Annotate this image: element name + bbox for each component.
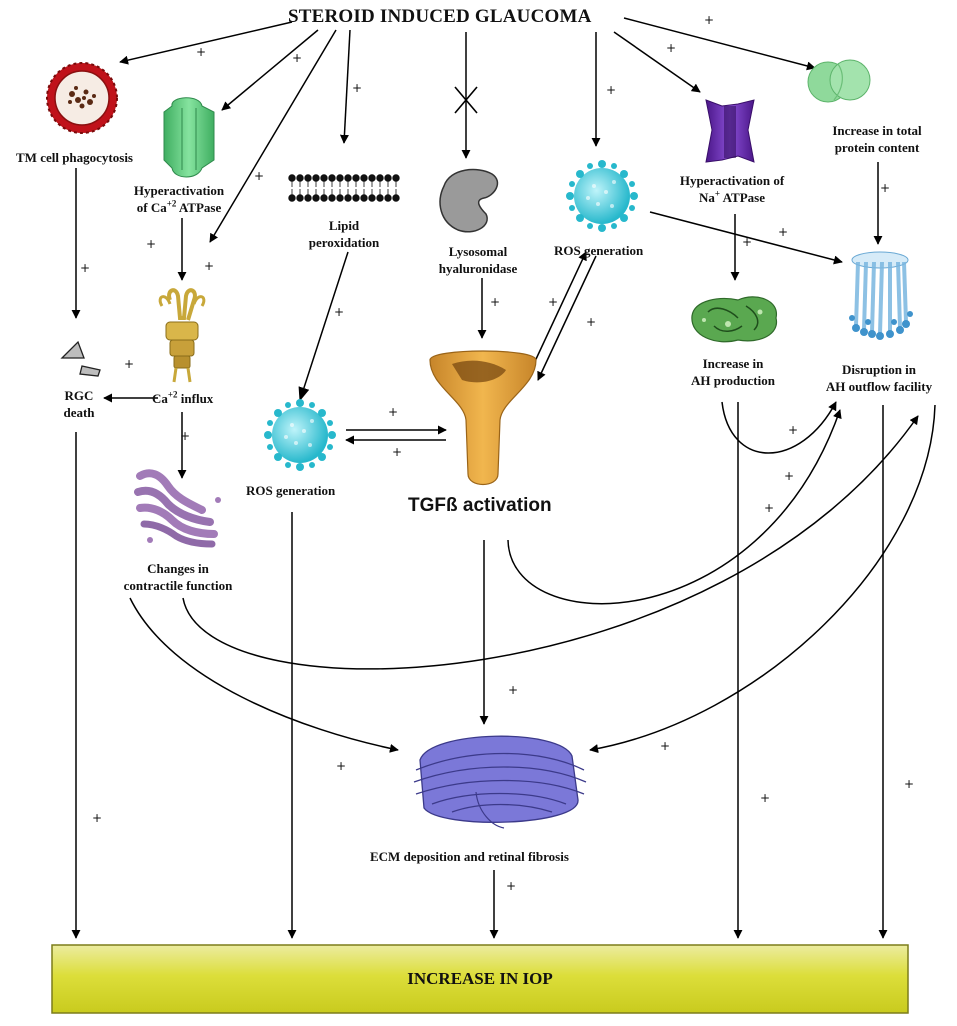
plus-sign: + <box>586 315 597 329</box>
label-rgc-line1: RGC <box>64 388 94 403</box>
diagram-title: STEROID INDUCED GLAUCOMA <box>288 6 592 27</box>
plus-sign: + <box>146 237 157 251</box>
label-tm-phagocytosis: TM cell phagocytosis <box>16 150 133 165</box>
label-ca-atpase-pre: of Ca <box>136 200 167 215</box>
label-ca-influx-pre: Ca <box>152 391 168 406</box>
plus-sign: + <box>660 739 671 753</box>
plus-sign: + <box>124 357 135 371</box>
plus-sign: + <box>292 51 303 65</box>
tgfb-icon <box>429 350 537 486</box>
ah-production-icon <box>691 296 778 343</box>
label-ah-production-line2: AH production <box>691 373 775 388</box>
plus-sign: + <box>334 305 345 319</box>
tm-cell-icon <box>46 62 118 134</box>
plus-sign: + <box>508 683 519 697</box>
label-na-atpase-sup: + <box>714 188 721 199</box>
label-lipid-line1: Lipid <box>328 218 360 233</box>
plus-sign: + <box>388 405 399 419</box>
plus-sign: + <box>180 429 191 443</box>
ca-channel-icon <box>158 288 206 383</box>
label-na-atpase-line2: Na+ ATPase <box>668 189 796 206</box>
label-ah-outflow-line2: AH outflow facility <box>825 379 933 394</box>
plus-sign: + <box>490 295 501 309</box>
label-ca-influx-post: influx <box>177 391 214 406</box>
ros-sphere-icon <box>566 160 638 232</box>
label-protein-line2: protein content <box>834 140 920 155</box>
ah-outflow-icon <box>849 251 913 340</box>
plus-sign: + <box>196 45 207 59</box>
label-iop: INCREASE IN IOP <box>407 969 553 988</box>
label-lipid-line2: peroxidation <box>308 235 380 250</box>
iop-bar <box>51 944 909 1014</box>
label-rgc-line2: death <box>63 405 95 420</box>
plus-sign: + <box>778 225 789 239</box>
label-protein-line1: Increase in total <box>832 123 922 138</box>
plus-sign: + <box>904 777 915 791</box>
plus-sign: + <box>336 759 347 773</box>
label-lysosomal-line2: hyaluronidase <box>438 261 518 276</box>
label-lysosomal: Lysosomal hyaluronidase <box>426 243 530 277</box>
plus-sign: + <box>704 13 715 27</box>
label-ah-outflow: Disruption in AH outflow facility <box>806 361 952 395</box>
label-ca-atpase-line2: of Ca+2 ATPase <box>120 199 238 216</box>
label-na-atpase-post: ATPase <box>720 190 765 205</box>
label-tgfb: TGFß activation <box>408 495 552 516</box>
label-na-atpase-pre: Na <box>699 190 715 205</box>
label-na-atpase-line1: Hyperactivation of <box>679 173 785 188</box>
plus-sign: + <box>760 791 771 805</box>
plus-sign: + <box>92 811 103 825</box>
label-ca-atpase-line1: Hyperactivation <box>133 183 225 198</box>
label-lysosomal-line1: Lysosomal <box>448 244 508 259</box>
contractile-icon <box>134 469 221 548</box>
label-contractile-line2: contractile function <box>123 578 233 593</box>
label-ros-top: ROS generation <box>554 243 644 258</box>
plus-sign: + <box>880 181 891 195</box>
label-rgc: RGC death <box>62 387 96 421</box>
plus-sign: + <box>80 261 91 275</box>
label-ecm: ECM deposition and retinal fibrosis <box>370 849 569 864</box>
ecm-icon <box>413 735 587 829</box>
plus-sign: + <box>204 259 215 273</box>
plus-sign: + <box>666 41 677 55</box>
plus-sign: + <box>764 501 775 515</box>
plus-sign: + <box>788 423 799 437</box>
na-atpase-icon <box>705 99 755 163</box>
label-contractile: Changes in contractile function <box>104 560 252 594</box>
lysosome-icon <box>439 168 499 233</box>
plus-sign: + <box>742 235 753 249</box>
rgc-fragments-icon <box>60 340 101 377</box>
plus-sign: + <box>548 295 559 309</box>
label-ca-atpase-post: ATPase <box>176 200 222 215</box>
blocked-x-icon <box>454 86 478 114</box>
label-ros-mid: ROS generation <box>246 483 336 498</box>
plus-sign: + <box>254 169 265 183</box>
label-ca-atpase-sup: +2 <box>166 198 177 209</box>
plus-sign: + <box>352 81 363 95</box>
plus-sign: + <box>506 879 517 893</box>
plus-sign: + <box>392 445 403 459</box>
plus-sign: + <box>606 83 617 97</box>
label-protein: Increase in total protein content <box>806 122 948 156</box>
protein-icon <box>807 59 871 103</box>
label-ah-production-line1: Increase in <box>702 356 764 371</box>
plus-sign: + <box>784 469 795 483</box>
lipid-bilayer-icon <box>288 174 400 202</box>
label-ca-influx: Ca+2 influx <box>152 390 213 407</box>
label-ca-influx-sup: +2 <box>167 389 178 400</box>
ros-sphere-icon <box>264 399 336 471</box>
label-contractile-line1: Changes in <box>147 561 209 576</box>
ca-atpase-icon <box>163 97 215 178</box>
label-ah-production: Increase in AH production <box>674 355 792 389</box>
arrows <box>71 17 936 939</box>
label-ah-outflow-line1: Disruption in <box>841 362 917 377</box>
label-na-atpase: Hyperactivation of Na+ ATPase <box>668 172 796 206</box>
label-lipid: Lipid peroxidation <box>296 217 392 251</box>
label-ca-atpase: Hyperactivation of Ca+2 ATPase <box>120 182 238 216</box>
